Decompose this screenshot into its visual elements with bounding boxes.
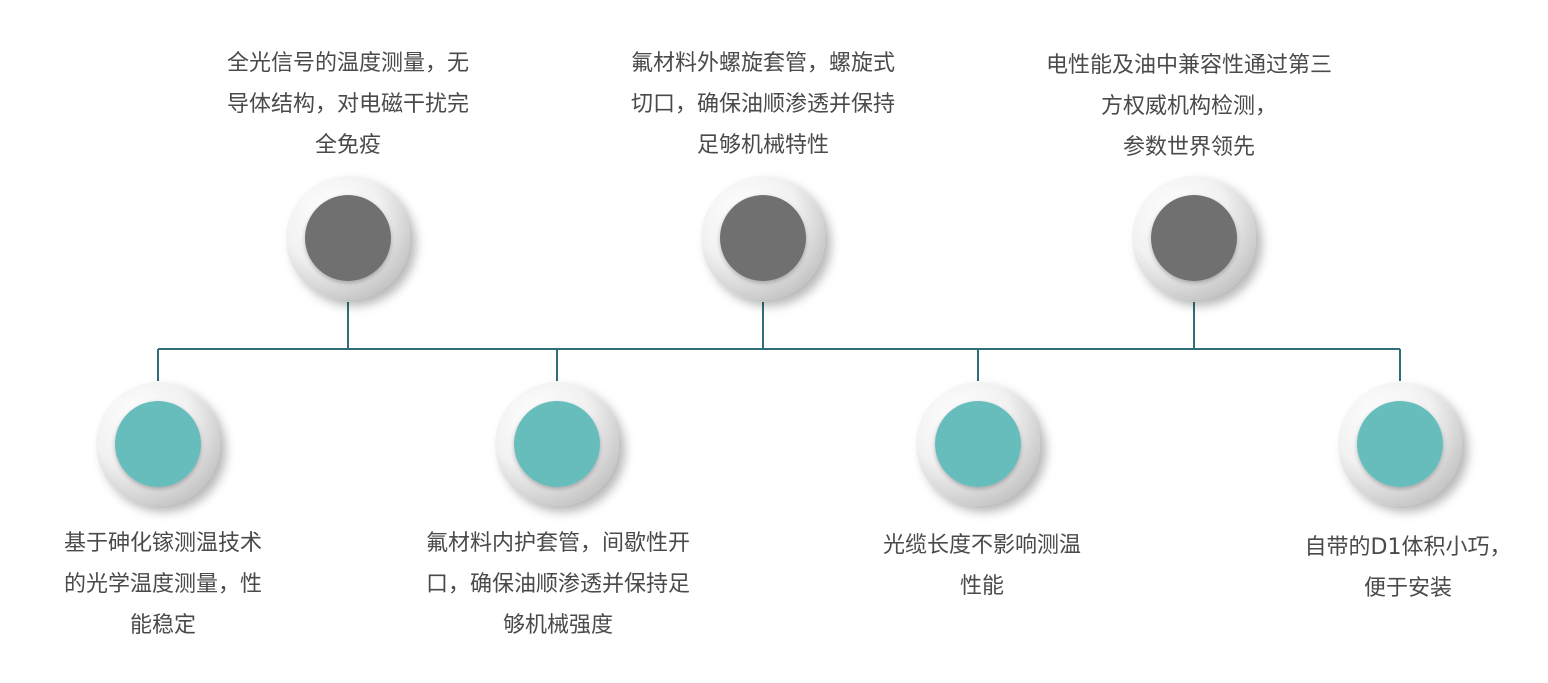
top-feature-2-line-3: 足够机械特性	[696, 133, 829, 158]
bottom-feature-3-line-1: 光缆长度不影响测温	[882, 533, 1081, 558]
bottom-node-3	[916, 382, 1040, 506]
top-node-3	[1132, 176, 1256, 300]
bottom-feature-1-text: 基于砷化镓测温技术 的光学温度测量，性 能稳定	[38, 523, 288, 646]
bottom-feature-4-line-2: 便于安装	[1363, 576, 1452, 601]
bottom-feature-3-line-2: 性能	[959, 574, 1004, 599]
top-feature-1-text: 全光信号的温度测量，无 导体结构，对电磁干扰完 全免疫	[208, 43, 488, 166]
bottom-feature-4-text: 自带的D1体积小巧， 便于安装	[1283, 527, 1533, 609]
bottom-feature-2-line-3: 够机械强度	[502, 613, 613, 638]
top-feature-2-line-2: 切口，确保油顺渗透并保持	[630, 92, 895, 117]
top-feature-1-line-1: 全光信号的温度测量，无	[226, 51, 469, 76]
top-feature-2-line-1: 氟材料外螺旋套管，螺旋式	[630, 51, 895, 76]
bottom-node-4	[1338, 382, 1462, 506]
top-feature-3-text: 电性能及油中兼容性通过第三 方权威机构检测， 参数世界领先	[1019, 45, 1359, 168]
top-feature-3-line-2: 方权威机构检测，	[1100, 94, 1277, 119]
bottom-feature-1-line-1: 基于砷化镓测温技术	[63, 531, 262, 556]
top-feature-3-line-3: 参数世界领先	[1122, 135, 1255, 160]
top-node-2	[701, 176, 825, 300]
top-node-1	[286, 176, 410, 300]
bottom-feature-1-line-2: 的光学温度测量，性	[63, 572, 262, 597]
bottom-feature-2-line-1: 氟材料内护套管，间歇性开	[425, 531, 690, 556]
bottom-node-1	[96, 382, 220, 506]
bottom-feature-4-line-1: 自带的D1体积小巧，	[1304, 535, 1512, 560]
bottom-node-2	[495, 382, 619, 506]
bottom-feature-3-text: 光缆长度不影响测温 性能	[857, 525, 1107, 607]
top-feature-3-line-1: 电性能及油中兼容性通过第三	[1045, 53, 1332, 78]
bottom-feature-2-line-2: 口，确保油顺渗透并保持足	[425, 572, 690, 597]
top-feature-2-text: 氟材料外螺旋套管，螺旋式 切口，确保油顺渗透并保持 足够机械特性	[603, 43, 923, 166]
bottom-feature-1-line-3: 能稳定	[129, 613, 196, 638]
bottom-feature-2-text: 氟材料内护套管，间歇性开 口，确保油顺渗透并保持足 够机械强度	[398, 523, 718, 646]
top-feature-1-line-2: 导体结构，对电磁干扰完	[226, 92, 469, 117]
top-feature-1-line-3: 全免疫	[314, 133, 381, 158]
